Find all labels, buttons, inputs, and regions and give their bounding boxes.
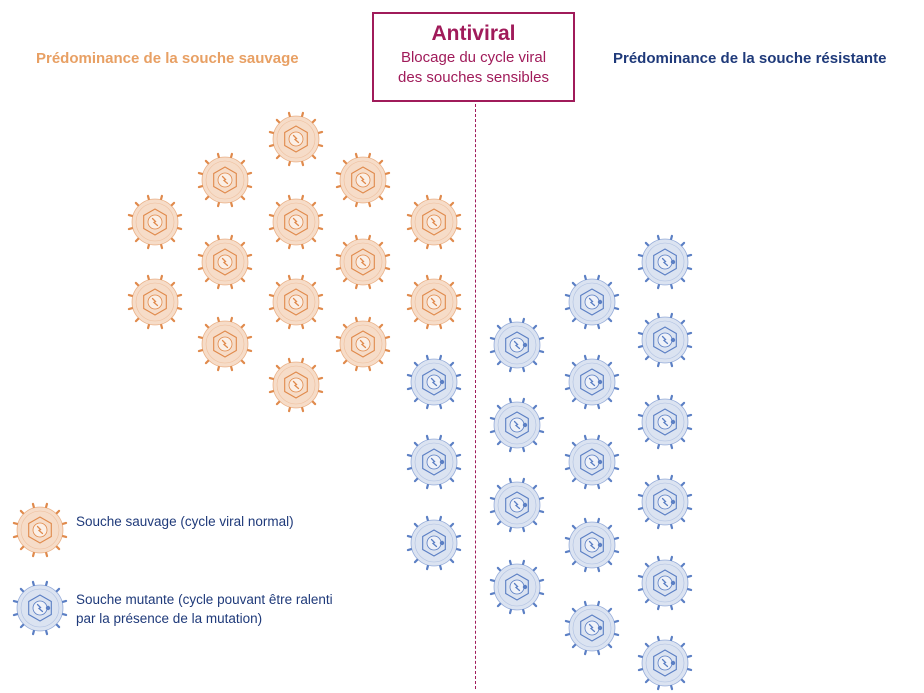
mutant-virus-icon [564, 354, 620, 410]
mutant-virus-icon [564, 517, 620, 573]
wild-virus-icon [197, 234, 253, 290]
wild-strain-heading: Prédominance de la souche sauvage [36, 50, 299, 67]
mutant-virus-icon [489, 317, 545, 373]
wild-virus-icon [197, 152, 253, 208]
legend-wild-virus-icon [12, 502, 68, 558]
mutant-virus-icon [637, 234, 693, 290]
mutant-virus-icon [637, 635, 693, 691]
wild-virus-icon [335, 316, 391, 372]
mutant-virus-icon [406, 515, 462, 571]
mutant-virus-icon [489, 559, 545, 615]
resistant-strain-heading: Prédominance de la souche résistante [613, 50, 887, 67]
wild-virus-icon [406, 194, 462, 250]
dashed-divider [475, 104, 476, 689]
legend-mutant-virus-icon [12, 580, 68, 636]
wild-virus-icon [268, 357, 324, 413]
mutant-virus-icon [637, 474, 693, 530]
antiviral-description: Blocage du cycle viral des souches sensi… [374, 48, 573, 88]
mutant-virus-icon [489, 477, 545, 533]
wild-virus-icon [197, 316, 253, 372]
mutant-virus-icon [564, 274, 620, 330]
wild-virus-icon [127, 194, 183, 250]
wild-virus-icon [127, 274, 183, 330]
mutant-virus-icon [564, 600, 620, 656]
mutant-virus-icon [406, 354, 462, 410]
wild-virus-icon [335, 234, 391, 290]
mutant-virus-icon [637, 555, 693, 611]
antiviral-description-line2: des souches sensibles [398, 69, 549, 86]
wild-virus-icon [335, 152, 391, 208]
antiviral-title: Antiviral [431, 22, 516, 45]
wild-virus-icon [406, 274, 462, 330]
wild-virus-icon [268, 194, 324, 250]
antiviral-box: Antiviral Blocage du cycle viral des sou… [372, 12, 575, 102]
wild-virus-icon [268, 274, 324, 330]
mutant-virus-icon [637, 394, 693, 450]
legend-mutant-label: Souche mutante (cycle pouvant être ralen… [76, 592, 333, 626]
mutant-virus-icon [489, 397, 545, 453]
mutant-virus-icon [564, 434, 620, 490]
legend-wild-label: Souche sauvage (cycle viral normal) [76, 514, 294, 529]
mutant-virus-icon [637, 312, 693, 368]
mutant-virus-icon [406, 434, 462, 490]
antiviral-description-line1: Blocage du cycle viral [400, 49, 547, 66]
wild-virus-icon [268, 111, 324, 167]
